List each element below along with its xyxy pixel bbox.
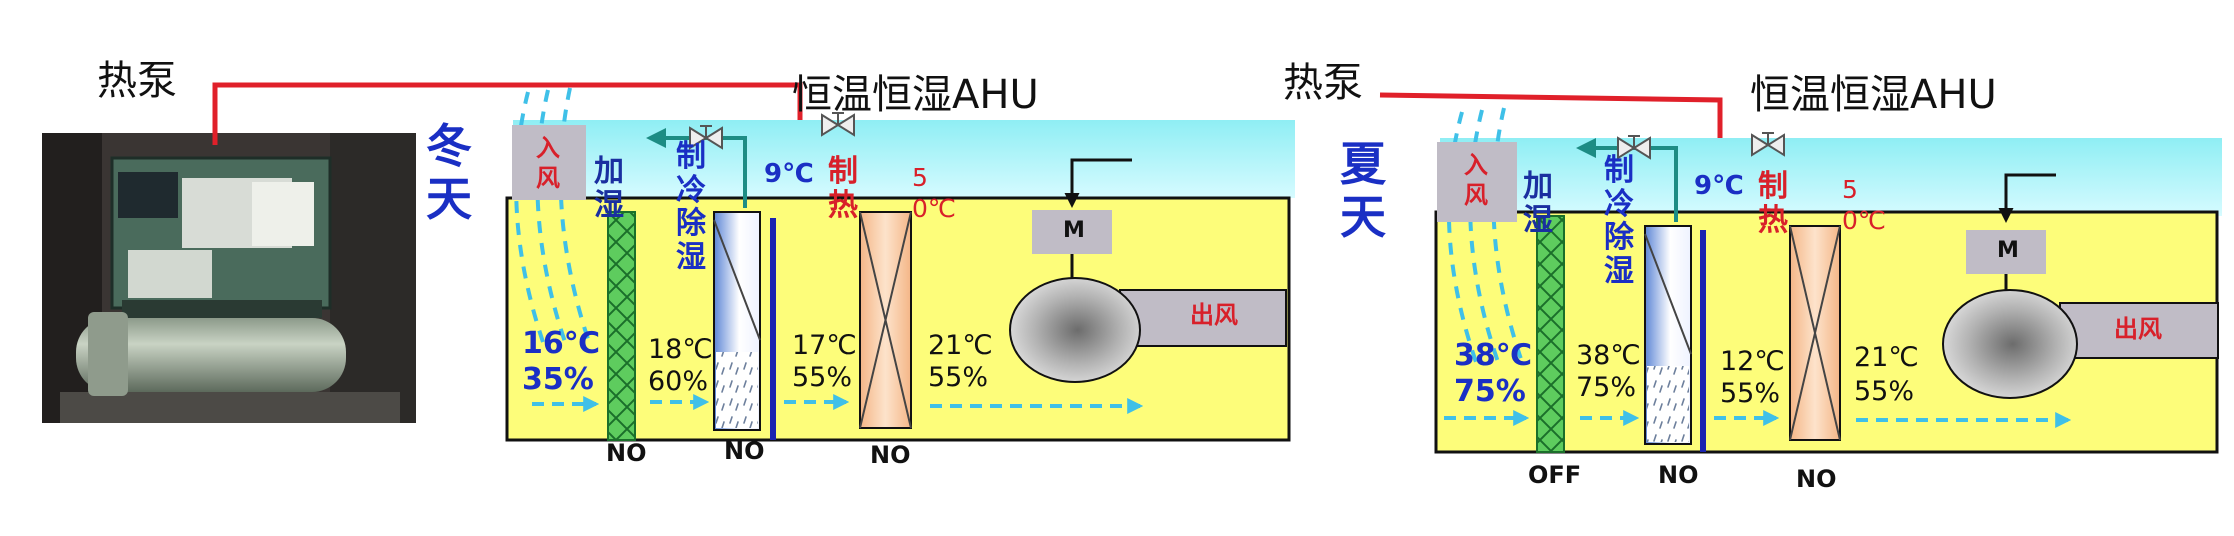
summer-stage-3-rh: 55% — [1720, 378, 1781, 409]
winter-chilled-pipe — [646, 128, 747, 208]
winter-inlet-box — [512, 125, 586, 200]
summer-heat-valve-icon — [1751, 133, 1770, 157]
summer-stage-2-temp: 38℃ — [1576, 340, 1641, 371]
winter-flow-arrows — [532, 394, 1144, 414]
summer-sky — [1440, 138, 2222, 216]
winter-heat-valve-icon — [821, 113, 840, 137]
summer-cool-temp: 9℃ — [1694, 171, 1744, 201]
winter-cool-temp: 9℃ — [764, 159, 814, 189]
summer-blue-plate — [1700, 230, 1706, 452]
winter-heat-pump-label: 热泵 — [97, 58, 177, 104]
winter-cool-dehumidify-label: 制冷除湿 — [676, 139, 706, 275]
summer-outlet-label: 出风 — [2114, 315, 2162, 343]
summer-coil-condensate — [1647, 366, 1689, 442]
summer-cool-dehumidify-label: 制冷除湿 — [1604, 153, 1634, 289]
winter-sky — [513, 120, 1295, 198]
summer-humidifier-state: OFF — [1528, 461, 1582, 489]
winter-ahu-title: 恒温恒湿AHU — [792, 72, 1039, 118]
summer-inlet-box — [1437, 142, 1517, 222]
winter-heat-temp: 50℃ — [912, 163, 956, 224]
summer-stage-2-rh: 75% — [1576, 372, 1637, 403]
summer-motor-box — [1966, 230, 2046, 274]
winter-stage-1-temp: 16℃ — [522, 326, 601, 361]
winter-stage-3-rh: 55% — [792, 362, 853, 393]
summer-coil-state: NO — [1658, 461, 1699, 489]
winter-stage-2-temp: 18℃ — [648, 334, 713, 365]
summer-stage-4-rh: 55% — [1854, 376, 1915, 407]
summer-humidifier-mesh — [1536, 215, 1565, 453]
summer-flow-arrows — [1444, 410, 2072, 428]
summer-heat-label: 制热 — [1758, 169, 1788, 238]
summer-season-label: 夏天 — [1340, 137, 1386, 244]
winter-stage-4-rh: 55% — [928, 362, 989, 393]
summer-fan — [1942, 289, 2078, 399]
winter-motor-label: M — [1063, 218, 1085, 243]
winter-season-label: 冬天 — [426, 119, 472, 226]
winter-blue-plate — [770, 218, 776, 440]
winter-stage-1-rh: 35% — [522, 362, 594, 397]
winter-stage-3-temp: 17℃ — [792, 330, 857, 361]
summer-heat-temp: 50℃ — [1842, 175, 1886, 236]
winter-coil-condensate — [716, 352, 758, 428]
winter-heater-state: NO — [870, 441, 911, 469]
winter-outlet-label: 出风 — [1190, 301, 1238, 329]
summer-ahu-title: 恒温恒湿AHU — [1750, 72, 1997, 118]
winter-fan — [1009, 277, 1141, 383]
winter-cool-valve-icon — [689, 126, 708, 150]
summer-inlet-airflow — [1446, 107, 1524, 363]
summer-stage-1-rh: 75% — [1454, 374, 1526, 409]
summer-stage-3-temp: 12℃ — [1720, 346, 1785, 377]
summer-heat-pump-label: 热泵 — [1283, 60, 1363, 106]
winter-inlet-airflow — [514, 87, 592, 346]
summer-humidify-label: 加湿 — [1523, 169, 1553, 238]
winter-humidify-label: 加湿 — [594, 154, 624, 223]
winter-inlet-label: 入风 — [536, 134, 560, 192]
summer-stage-1-temp: 38℃ — [1454, 338, 1533, 373]
summer-inlet-label: 入风 — [1464, 151, 1488, 209]
heat-pump-photo — [42, 133, 416, 423]
winter-panel — [212, 82, 1295, 442]
winter-heat-label: 制热 — [828, 154, 858, 223]
winter-humidifier-mesh — [607, 211, 636, 441]
winter-motor-box — [1032, 210, 1112, 254]
summer-panel — [1379, 92, 2222, 454]
winter-stage-2-rh: 60% — [648, 366, 709, 397]
winter-outlet-duct — [1119, 289, 1287, 347]
winter-humidifier-state: NO — [606, 439, 647, 467]
summer-cool-valve-icon — [1617, 136, 1636, 160]
summer-motor-label: M — [1997, 238, 2019, 263]
winter-stage-4-temp: 21℃ — [928, 330, 993, 361]
summer-heater-state: NO — [1796, 465, 1837, 493]
winter-motor-feed — [1064, 158, 1132, 208]
summer-stage-4-temp: 21℃ — [1854, 342, 1919, 373]
winter-coil-state: NO — [724, 437, 765, 465]
summer-motor-feed — [1998, 173, 2056, 223]
summer-chilled-pipe — [1576, 138, 1678, 222]
